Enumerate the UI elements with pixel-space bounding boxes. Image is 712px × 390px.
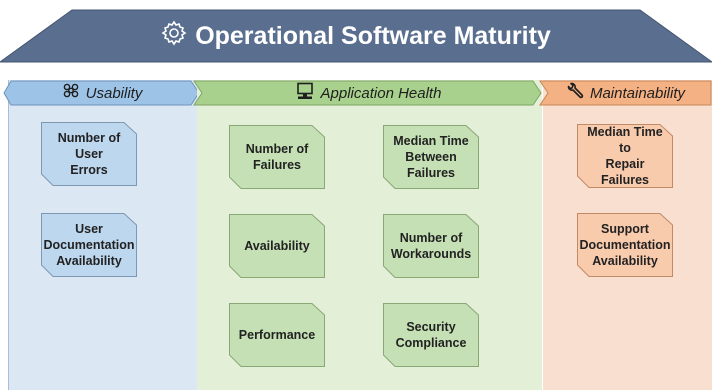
card-label: Number of User Errors — [57, 130, 121, 178]
application-health-header: Application Health — [193, 80, 543, 106]
card-number-of-workarounds: Number of Workarounds — [383, 214, 479, 278]
card-shape — [383, 303, 479, 367]
card-shape — [577, 213, 673, 277]
title-banner: Operational Software Maturity — [0, 0, 712, 70]
maintainability-header: Maintainability — [539, 80, 712, 106]
card-shape — [229, 214, 325, 278]
card-label: User Documentation Availability — [43, 221, 135, 269]
card-median-time-to-repair-failures: Median Time to Repair Failures — [577, 124, 673, 188]
title: Operational Software Maturity — [0, 16, 712, 56]
maintainability-header-shape — [539, 80, 712, 106]
application-health-header-label: Application Health — [320, 84, 442, 102]
maintainability-column: Maintainability Median Time to Repair Fa… — [539, 80, 712, 390]
card-shape — [41, 122, 137, 186]
health-header-shape — [193, 80, 542, 106]
card-number-of-user-errors: Number of User Errors — [41, 122, 137, 186]
card-security-compliance: Security Compliance — [383, 303, 479, 367]
card-user-documentation-availability: User Documentation Availability — [41, 213, 137, 277]
card-shape — [383, 214, 479, 278]
card-shape — [383, 125, 479, 189]
card-support-documentation-availability: Support Documentation Availability — [577, 213, 673, 277]
maintainability-header-label: Maintainability — [589, 84, 686, 102]
card-label: Security Compliance — [395, 319, 467, 350]
card-performance: Performance — [229, 303, 325, 367]
gear-icon — [161, 20, 195, 53]
page-title: Operational Software Maturity — [195, 21, 551, 50]
application-health-column: Application Health Number of Failures Me… — [193, 80, 542, 390]
card-label: Number of Workarounds — [390, 230, 472, 261]
card-number-of-failures: Number of Failures — [229, 125, 325, 189]
usability-header-label: Usability — [85, 84, 143, 102]
card-label: Number of Failures — [245, 141, 309, 172]
usability-column: Usability Number of User Errors User Doc… — [3, 80, 200, 390]
usability-header-shape — [3, 80, 200, 106]
wrench-icon — [566, 82, 590, 104]
card-label: Performance — [238, 327, 316, 342]
card-shape — [229, 303, 325, 367]
banner-shape — [0, 9, 712, 63]
usability-header: Usability — [3, 80, 201, 106]
card-availability: Availability — [229, 214, 325, 278]
card-label: Support Documentation Availability — [579, 221, 671, 269]
card-label: Median Time to Repair Failures — [587, 124, 663, 188]
card-shape — [577, 124, 673, 188]
people-icon — [62, 83, 86, 103]
card-shape — [229, 125, 325, 189]
card-label: Median Time Between Failures — [393, 133, 469, 181]
card-shape — [41, 213, 137, 277]
card-median-time-between-failures: Median Time Between Failures — [383, 125, 479, 189]
computer-icon — [295, 82, 321, 104]
card-label: Availability — [244, 238, 310, 253]
